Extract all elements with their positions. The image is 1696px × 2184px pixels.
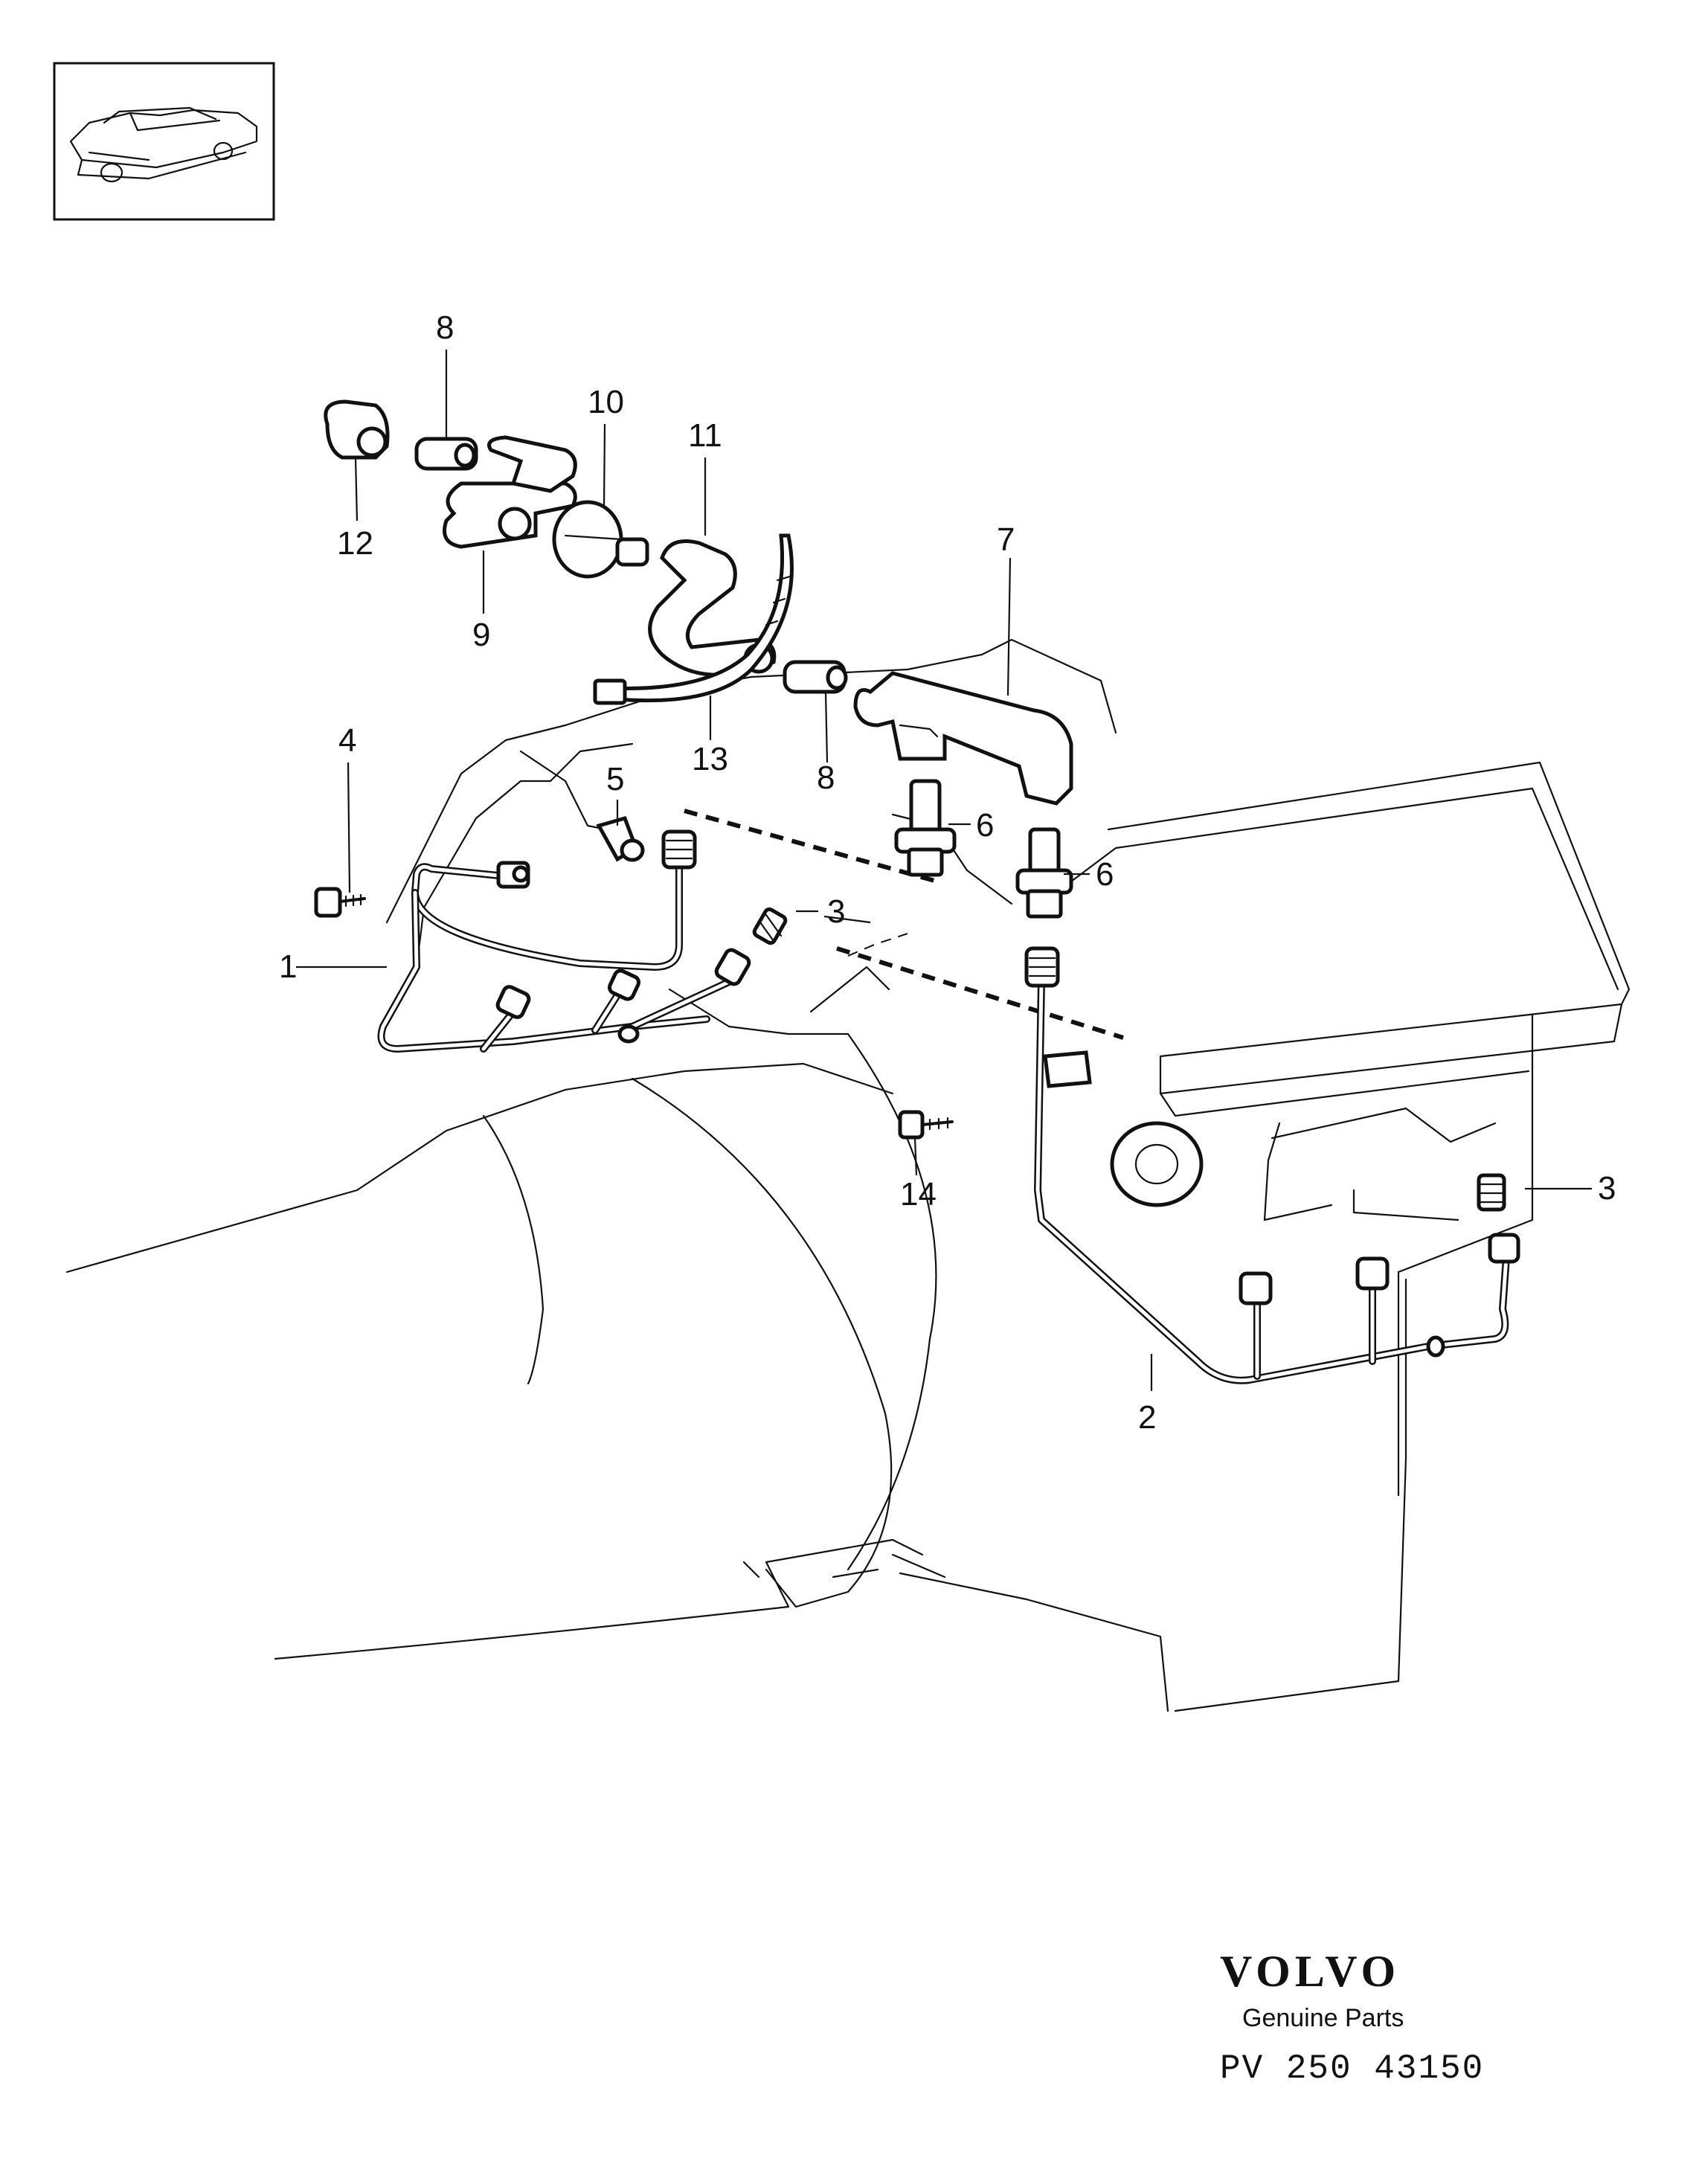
callout-10: 10 — [588, 384, 624, 420]
clamp-5 — [496, 815, 645, 889]
volvo-logo: VOLVO — [1220, 1947, 1401, 1996]
footer-brand: VOLVO Genuine Parts PV 250 43150 — [1220, 1949, 1488, 2088]
hose-9-upper — [487, 435, 577, 493]
callout-8-top: 8 — [436, 309, 454, 346]
valve-6-right — [1015, 827, 1073, 919]
callout-8-bottom: 8 — [817, 759, 835, 796]
cap-12 — [324, 399, 390, 460]
connector-8-bottom — [783, 660, 848, 694]
bolt-4 — [314, 887, 366, 918]
callout-6-left: 6 — [976, 807, 994, 844]
callout-3-left: 3 — [827, 893, 845, 930]
callout-leaders — [296, 350, 1592, 1391]
diagram-code: PV 250 43150 — [1220, 2049, 1485, 2088]
bolt-14 — [898, 1110, 954, 1140]
car-icon — [69, 106, 258, 183]
callout-numbers: 1 2 3 3 4 5 6 6 7 8 8 9 10 11 12 13 14 — [279, 309, 1616, 1436]
engine-block-outline — [65, 638, 1631, 1712]
callout-11: 11 — [688, 417, 722, 454]
reference-dashed-lines — [684, 809, 1124, 1040]
connector-8-top — [414, 437, 478, 471]
callout-2: 2 — [1138, 1399, 1156, 1436]
callout-4: 4 — [338, 722, 356, 759]
filter-10 — [552, 500, 649, 579]
callout-3-right: 3 — [1598, 1170, 1616, 1207]
callout-6-right: 6 — [1096, 856, 1114, 893]
callout-12: 12 — [337, 525, 373, 562]
vehicle-thumbnail — [53, 62, 275, 221]
callout-14: 14 — [900, 1176, 937, 1213]
callout-5: 5 — [606, 761, 624, 797]
hose-9 — [443, 481, 577, 549]
callout-13: 13 — [692, 741, 728, 777]
callout-7: 7 — [997, 521, 1015, 558]
valve-6-left — [894, 779, 957, 877]
genuine-parts-label: Genuine Parts — [1242, 2004, 1404, 2032]
connector-3-left — [752, 907, 788, 945]
connector-3-right — [1477, 1173, 1506, 1212]
callout-9: 9 — [472, 617, 490, 653]
pipe-assembly-right — [1024, 946, 1520, 1384]
strap-13 — [593, 533, 794, 705]
pipe-assembly-left — [377, 829, 751, 1053]
hose-7 — [853, 671, 1073, 806]
callout-1: 1 — [279, 948, 297, 985]
